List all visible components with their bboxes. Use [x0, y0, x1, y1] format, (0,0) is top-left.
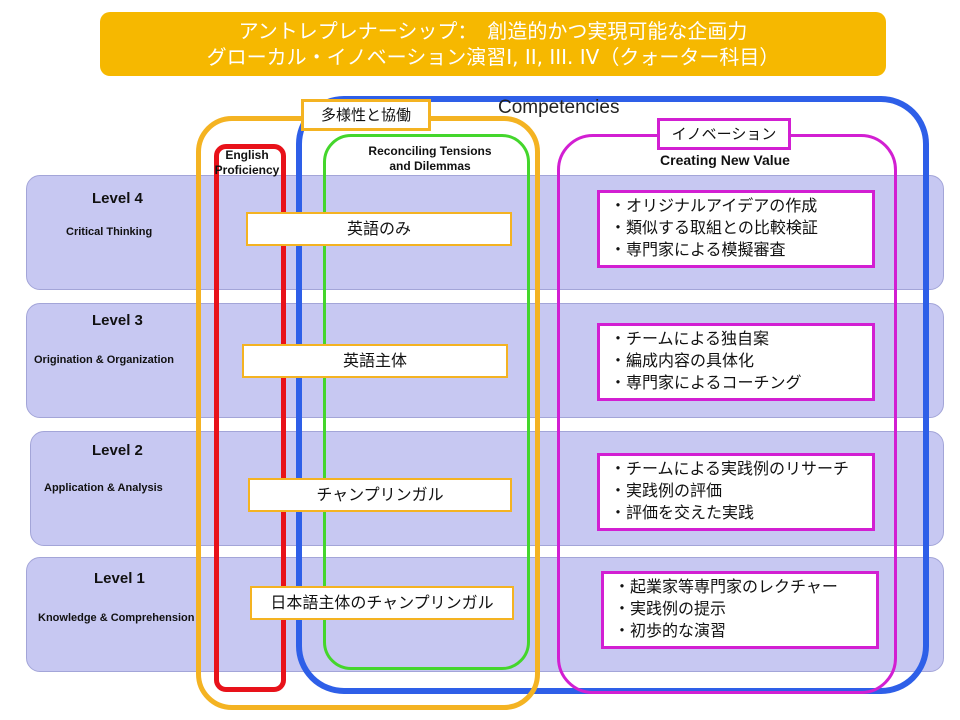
innovation-level-1-item: ・初歩的な演習 [614, 621, 727, 640]
innovation-level-4: ・オリジナルアイデアの作成 ・類似する取組との比較検証 ・専門家による模擬審査 [597, 190, 875, 268]
level-3-title: Level 3 [92, 312, 143, 329]
innovation-level-4-item: ・類似する取組との比較検証 [610, 218, 818, 237]
english-proficiency-heading: English Proficiency [214, 148, 280, 177]
innovation-level-1: ・起業家等専門家のレクチャー ・実践例の提示 ・初歩的な演習 [601, 571, 879, 649]
innovation-level-4-item: ・専門家による模擬審査 [610, 240, 786, 259]
innovation-level-1-item: ・実践例の提示 [614, 599, 727, 618]
innovation-tag: イノベーション [657, 118, 791, 150]
level-3-subtitle: Origination & Organization [34, 354, 174, 366]
innovation-level-2-item: ・実践例の評価 [610, 481, 723, 500]
level-4-title: Level 4 [92, 190, 143, 207]
title-line-1: アントレプレナーシップ： 創造的かつ実現可能な企画力 [238, 19, 748, 43]
innovation-level-4-item: ・オリジナルアイデアの作成 [610, 196, 818, 215]
innovation-level-3: ・チームによる独自案 ・編成内容の具体化 ・専門家によるコーチング [597, 323, 875, 401]
english-outline [214, 144, 286, 692]
level-1-subtitle: Knowledge & Comprehension [38, 612, 195, 624]
level-2-subtitle: Application & Analysis [44, 482, 163, 494]
english-level-4: 英語のみ [246, 212, 512, 246]
tensions-outline [323, 134, 530, 670]
innovation-level-3-item: ・チームによる独自案 [610, 329, 770, 348]
english-level-3: 英語主体 [242, 344, 508, 378]
innovation-level-2-item: ・チームによる実践例のリサーチ [610, 459, 850, 478]
diversity-tag: 多様性と協働 [301, 99, 431, 131]
innovation-level-3-item: ・専門家によるコーチング [610, 373, 802, 392]
innovation-level-1-item: ・起業家等専門家のレクチャー [614, 577, 838, 596]
innovation-level-2-item: ・評価を交えた実践 [610, 503, 755, 522]
competencies-label: Competencies [498, 97, 620, 118]
level-4-subtitle: Critical Thinking [66, 226, 153, 238]
tensions-heading: Reconciling Tensions and Dilemmas [368, 144, 492, 173]
innovation-level-2: ・チームによる実践例のリサーチ ・実践例の評価 ・評価を交えた実践 [597, 453, 875, 531]
english-level-2: チャンプリンガル [248, 478, 512, 512]
english-level-1: 日本語主体のチャンプリンガル [250, 586, 514, 620]
creating-new-value-heading: Creating New Value [660, 152, 790, 168]
title-line-2: グローカル・イノベーション演習I, II, III. IV（クォーター科目） [206, 45, 780, 69]
level-2-title: Level 2 [92, 442, 143, 459]
title-banner: アントレプレナーシップ： 創造的かつ実現可能な企画力 グローカル・イノベーション… [100, 12, 886, 76]
innovation-level-3-item: ・編成内容の具体化 [610, 351, 755, 370]
level-1-title: Level 1 [94, 570, 145, 587]
